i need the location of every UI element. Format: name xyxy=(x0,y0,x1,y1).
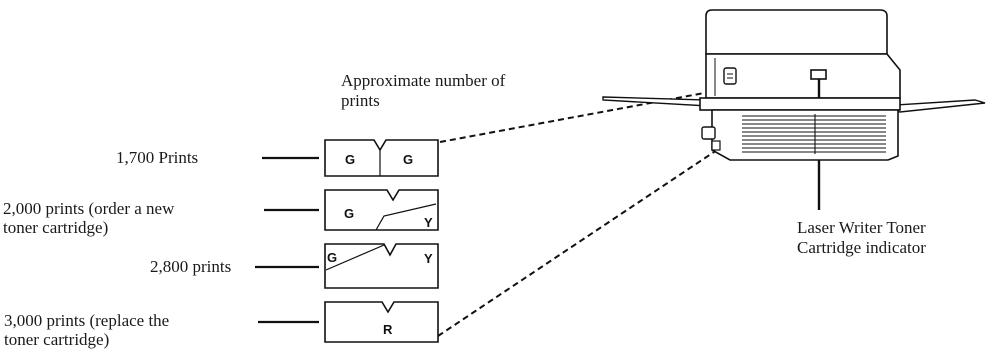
printer-top-cover xyxy=(705,9,888,55)
indicator-window-stage-2: G Y xyxy=(324,189,439,231)
heading-line-1: Approximate number of xyxy=(341,71,506,90)
stage-4-label-line-1: 3,000 prints (replace the xyxy=(4,311,169,330)
printer-vent-slats xyxy=(742,114,886,154)
stage-2-label-line-1: 2,000 prints (order a new xyxy=(3,199,175,218)
left-paper-tray xyxy=(602,96,709,107)
window-3-letter-right: Y xyxy=(424,251,433,266)
heading-line-2: prints xyxy=(341,91,380,110)
indicator-window-stage-4: R xyxy=(324,301,439,343)
printer-upper-body xyxy=(705,53,901,99)
stage-3-label: 2,800 prints xyxy=(150,257,231,276)
printer-middle-band xyxy=(699,97,901,111)
indicator-window-stage-1: G G xyxy=(324,139,439,177)
stage-2-label-line-2: toner cartridge) xyxy=(3,218,108,237)
indicator-window-stage-3: G Y xyxy=(324,243,439,289)
toner-indicator-window xyxy=(810,69,827,80)
window-2-letter-left: G xyxy=(344,206,354,221)
printer-latch xyxy=(723,67,737,85)
stage-4-label-line-2: toner cartridge) xyxy=(4,330,109,349)
printer-side-knob xyxy=(701,126,716,140)
window-1-letter-right: G xyxy=(403,152,413,167)
window-1-letter-left: G xyxy=(345,152,355,167)
leader-lines xyxy=(255,156,319,324)
window-4-letter: R xyxy=(383,322,393,337)
indicator-caption-line-2: Cartridge indicator xyxy=(797,238,926,257)
window-2-letter-right: Y xyxy=(424,215,433,230)
stage-1-label: 1,700 Prints xyxy=(116,148,198,167)
window-3-letter-left: G xyxy=(327,250,337,265)
laserwriter-printer-illustration xyxy=(602,9,986,210)
indicator-caption-line-1: Laser Writer Toner xyxy=(797,218,926,237)
